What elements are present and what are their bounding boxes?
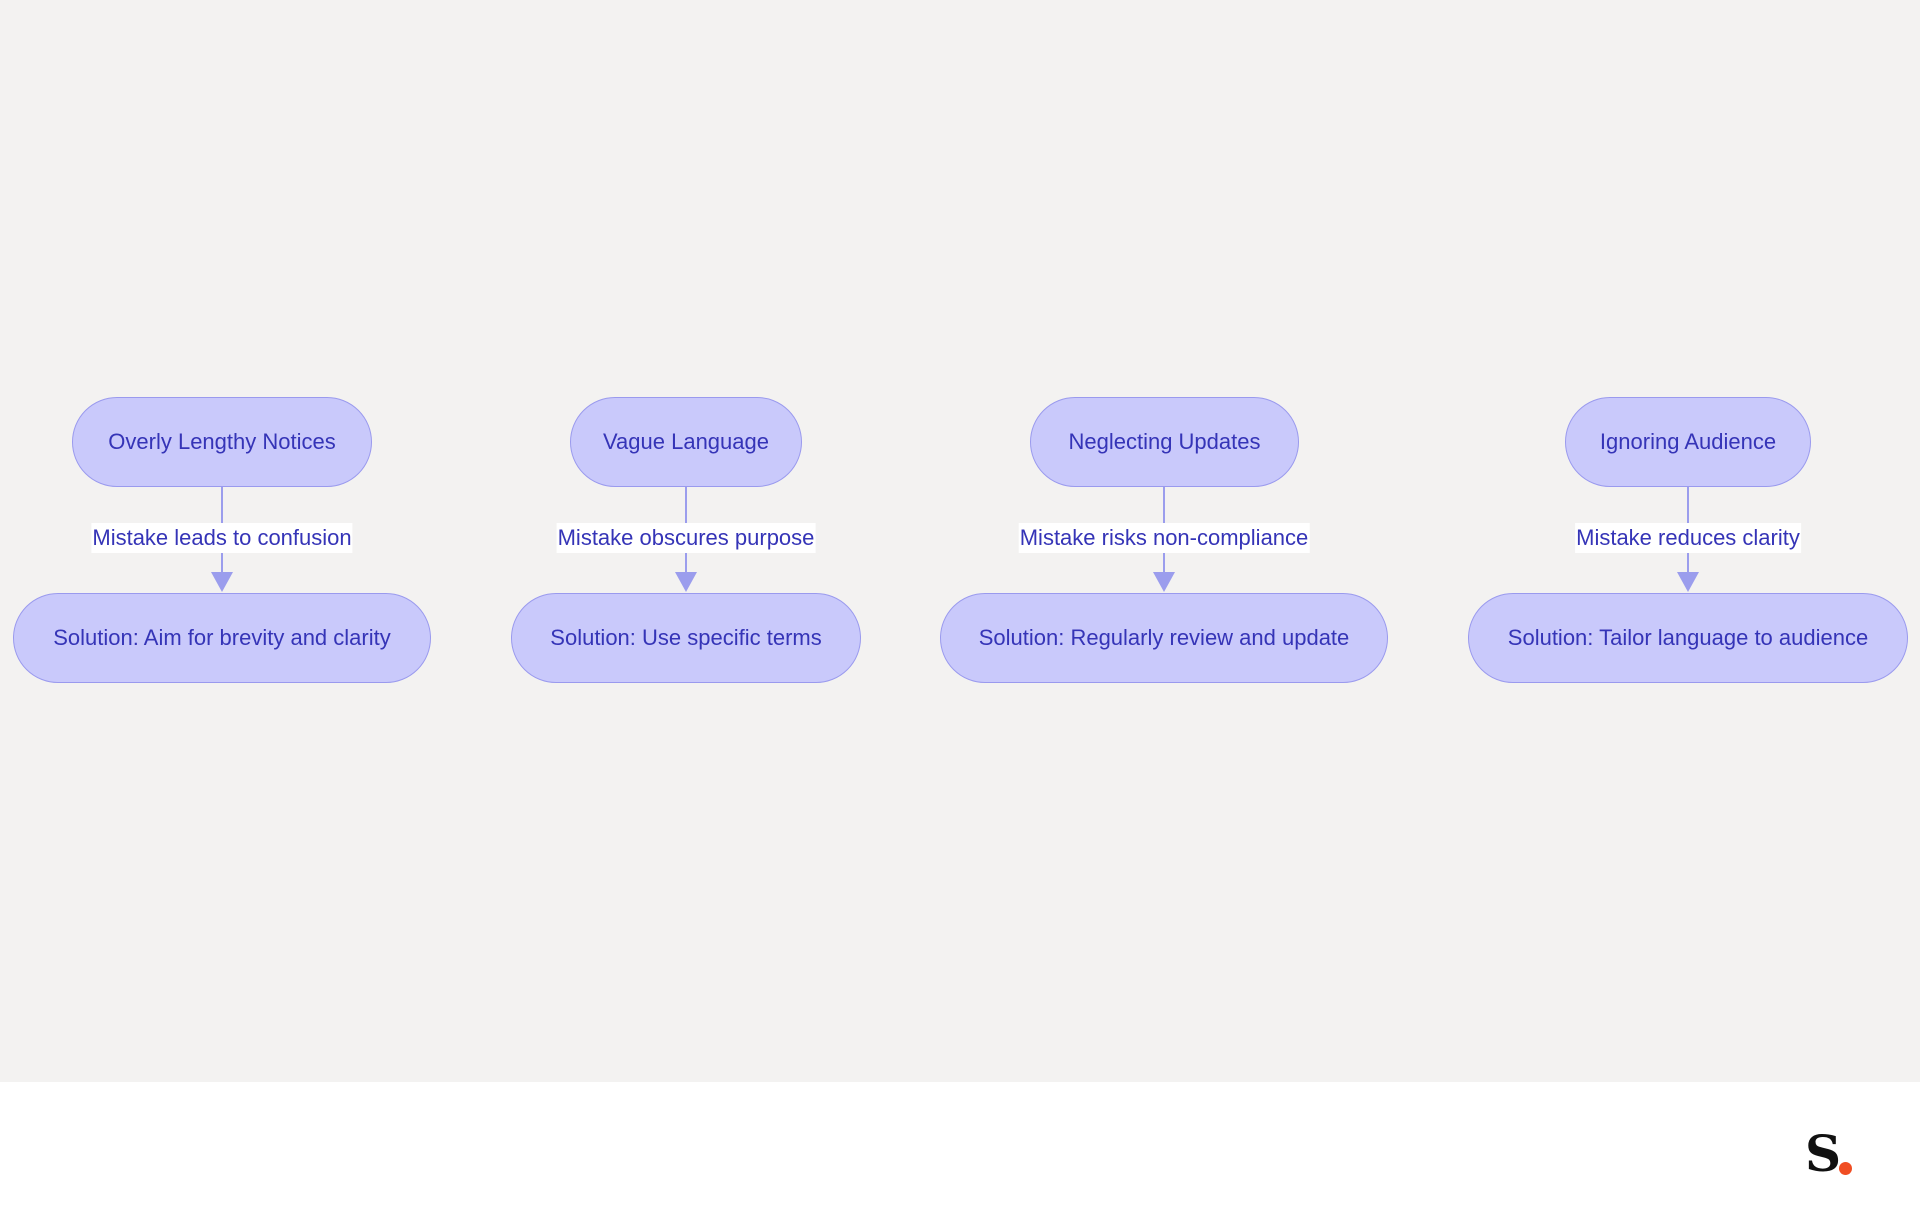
mistake-node: Ignoring Audience — [1565, 397, 1811, 487]
solution-node: Solution: Aim for brevity and clarity — [13, 593, 431, 683]
mistake-node-label: Vague Language — [603, 429, 769, 454]
mistake-node-label: Ignoring Audience — [1599, 429, 1777, 454]
mistake-node: Vague Language — [570, 397, 802, 487]
solution-node: Solution: Use specific terms — [511, 593, 861, 683]
solution-node-label: Solution: Aim for brevity and clarity — [53, 625, 391, 650]
solution-node-label: Solution: Tailor language to audience — [1507, 625, 1869, 650]
edge-label: Mistake obscures purpose — [556, 523, 816, 553]
logo-dot-icon — [1839, 1162, 1852, 1175]
edge-label: Mistake risks non-compliance — [1018, 523, 1310, 553]
edge-label: Mistake leads to confusion — [91, 523, 353, 553]
arrowhead-icon — [1153, 572, 1175, 592]
edge-label: Mistake reduces clarity — [1575, 523, 1801, 553]
brand-logo-icon: S — [1805, 1124, 1865, 1183]
solution-node: Solution: Tailor language to audience — [1468, 593, 1908, 683]
solution-node-label: Solution: Regularly review and update — [978, 625, 1350, 650]
solution-node-label: Solution: Use specific terms — [550, 625, 822, 650]
mistake-node: Neglecting Updates — [1030, 397, 1299, 487]
arrowhead-icon — [1677, 572, 1699, 592]
mistake-node-label: Overly Lengthy Notices — [108, 429, 336, 454]
arrowhead-icon — [675, 572, 697, 592]
mistake-node-label: Neglecting Updates — [1068, 429, 1261, 454]
diagram-canvas: Overly Lengthy Notices Mistake leads to … — [0, 0, 1920, 1082]
arrowhead-icon — [211, 572, 233, 592]
solution-node: Solution: Regularly review and update — [940, 593, 1388, 683]
logo-letter: S — [1805, 1124, 1842, 1183]
mistake-node: Overly Lengthy Notices — [72, 397, 372, 487]
